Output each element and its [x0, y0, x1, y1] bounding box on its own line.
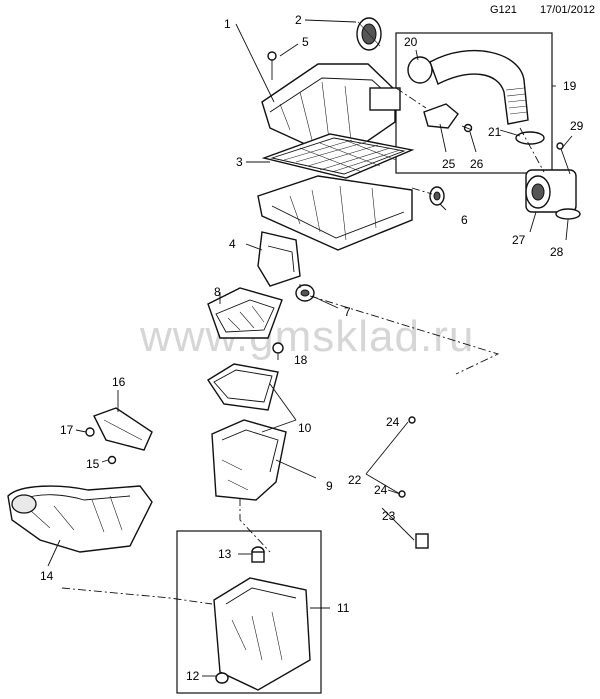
callout-5: 5	[302, 35, 309, 49]
callout-23: 23	[382, 509, 396, 523]
callout-22: 22	[348, 473, 362, 487]
callout-16: 16	[112, 375, 126, 389]
part-4-bracket	[257, 231, 301, 287]
diagram-code: G121	[490, 4, 517, 16]
callout-20: 20	[404, 35, 418, 49]
callout-9: 9	[326, 479, 333, 493]
callout-11: 11	[337, 601, 350, 615]
leader-lines	[47, 19, 573, 677]
callout-27: 27	[512, 233, 526, 247]
part-20-clamp	[407, 56, 433, 84]
callout-labels: 1 2 3 4 5 6 7 8 9 10 11 12 13 14 15 16 1…	[40, 13, 584, 683]
part-10-seal	[207, 363, 279, 411]
callout-8: 8	[214, 285, 221, 299]
part-7-mount	[295, 284, 315, 302]
part-29-bolt	[556, 142, 571, 175]
callout-14: 14	[40, 569, 54, 583]
callout-24: 24	[386, 415, 400, 429]
part-6-grommet	[429, 186, 445, 206]
part-14-intake-snorkel	[7, 485, 153, 553]
part-18-clip	[272, 342, 284, 354]
part-2-mass-airflow-sensor	[356, 17, 382, 51]
callout-24b: 24	[374, 483, 388, 497]
callout-1: 1	[224, 17, 231, 31]
callout-7: 7	[344, 305, 351, 319]
part-21-seal	[515, 131, 545, 145]
part-28-gasket	[555, 208, 581, 220]
part-22-breather-hose	[415, 373, 457, 549]
part-1-air-cleaner-cover	[261, 63, 401, 161]
callout-10: 10	[298, 421, 312, 435]
part-11-resonator	[213, 577, 311, 691]
air-cleaner-housing	[257, 175, 413, 251]
callout-15: 15	[86, 457, 100, 471]
watermark: www.gmsklad.ru	[140, 312, 475, 361]
callout-4: 4	[229, 237, 236, 251]
callout-25: 25	[442, 157, 456, 171]
diagram-date: 17/01/2012	[540, 4, 596, 16]
callout-17: 17	[60, 423, 74, 437]
part-15-screw	[107, 455, 117, 465]
part-8-resonator-upper	[207, 287, 283, 339]
callout-18: 18	[294, 353, 308, 367]
assembly-lines	[61, 87, 545, 605]
callout-6: 6	[461, 213, 468, 227]
callout-2: 2	[295, 13, 302, 27]
callout-19: 19	[563, 79, 577, 93]
callout-13: 13	[218, 547, 232, 561]
part-25-sensor	[423, 103, 459, 129]
callout-26: 26	[470, 157, 484, 171]
part-5-screw	[267, 51, 277, 80]
part-26-screw	[461, 123, 473, 133]
callout-28: 28	[550, 245, 564, 259]
part-12-fitting	[215, 672, 229, 684]
callout-3: 3	[236, 155, 243, 169]
part-3-filter-element	[261, 133, 415, 179]
part-17-clip	[85, 427, 95, 437]
inset-box-11	[176, 530, 322, 694]
part-27-throttle-body	[525, 169, 577, 213]
part-9-resonator-lower	[211, 419, 287, 501]
callout-21: 21	[488, 125, 502, 139]
part-19-intake-duct	[407, 49, 545, 145]
callout-12: 12	[186, 669, 200, 683]
part-24-clamp-a	[408, 416, 416, 424]
part-13-cap	[251, 546, 265, 563]
callout-29: 29	[570, 119, 584, 133]
part-16-bracket	[93, 407, 153, 451]
